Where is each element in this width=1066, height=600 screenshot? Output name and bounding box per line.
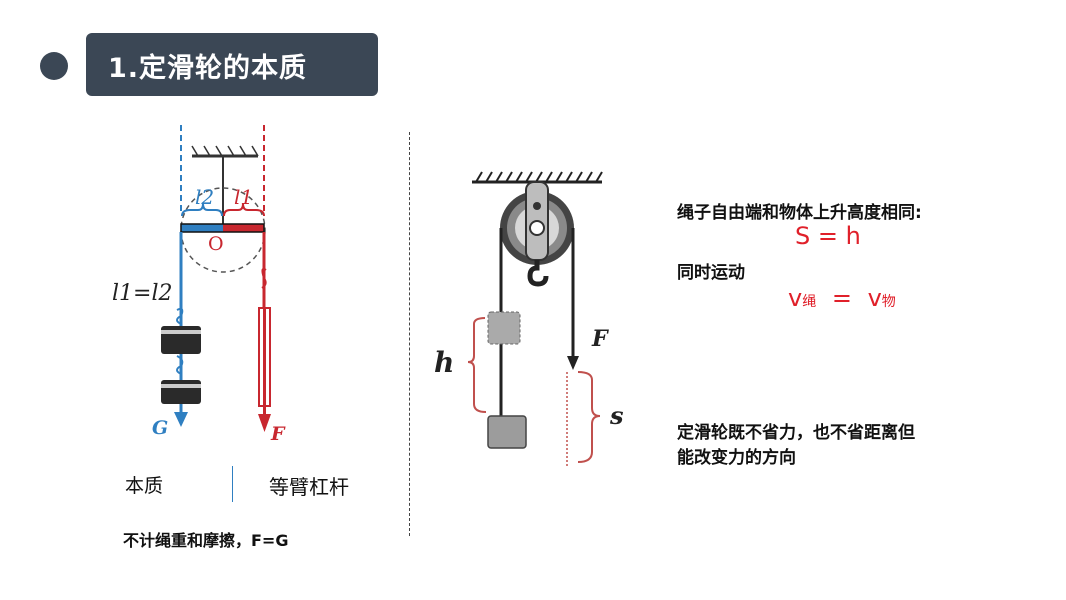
pulley-hook — [527, 260, 549, 287]
ceiling-hatch — [475, 171, 603, 183]
label-f-right: F — [591, 326, 609, 352]
hook-middle — [176, 355, 184, 375]
conclusion-line-1: 定滑轮既不省力，也不省距离但 — [677, 423, 915, 443]
essence-divider — [232, 466, 233, 502]
v-object-sub: 物 — [881, 294, 896, 310]
v-equals: = — [831, 284, 852, 312]
equation-l1-l2: l1=l2 — [112, 281, 173, 306]
essence-value: 等臂杠杆 — [269, 475, 349, 499]
label-f-left: F — [270, 423, 286, 445]
pulley-diagram: F h s — [434, 171, 624, 468]
weight-end — [487, 415, 527, 449]
ceiling-hatch — [191, 145, 259, 157]
panel-divider — [409, 132, 410, 536]
label-o: O — [208, 233, 224, 255]
weight-lower — [161, 380, 201, 404]
label-l2: l2 — [195, 185, 214, 209]
pull-arrow-head — [567, 356, 579, 370]
gravity-arrow-head — [174, 412, 188, 427]
v-rope: v — [788, 284, 803, 312]
page-title: 1.定滑轮的本质 — [108, 53, 308, 84]
conclusion-line-2: 能改变力的方向 — [677, 448, 796, 468]
formula-velocity: v绳 = v物 — [788, 284, 896, 312]
lever-diagram: l2 l1 O G F l1=l2 — [112, 125, 286, 445]
label-l1: l1 — [234, 185, 253, 209]
essence-label: 本质 — [125, 475, 164, 497]
statement-simultaneous: 同时运动 — [677, 263, 745, 283]
hook-top — [176, 307, 184, 325]
note-text: 不计绳重和摩擦，F=G — [123, 531, 289, 550]
l2-brace — [181, 203, 223, 217]
formula-s-h: S = h — [795, 222, 861, 250]
h-brace — [467, 317, 487, 413]
label-g: G — [152, 417, 168, 439]
bullet-dot — [40, 52, 68, 80]
statement-same-height: 绳子自由端和物体上升高度相同: — [677, 203, 922, 223]
lever-right-arm — [223, 224, 264, 232]
s-brace — [577, 371, 601, 463]
lever-outline — [180, 223, 265, 233]
force-arrow-head — [258, 414, 271, 432]
v-object: v — [867, 284, 882, 312]
v-rope-sub: 绳 — [802, 294, 817, 310]
weight-start — [487, 311, 521, 345]
axle — [529, 220, 545, 236]
title-banner — [86, 33, 378, 96]
l1-brace — [223, 203, 265, 217]
lever-left-arm — [181, 224, 223, 232]
label-s: s — [609, 401, 624, 430]
red-hook — [261, 268, 267, 289]
label-h: h — [434, 346, 454, 379]
pulley-outline — [180, 187, 266, 273]
